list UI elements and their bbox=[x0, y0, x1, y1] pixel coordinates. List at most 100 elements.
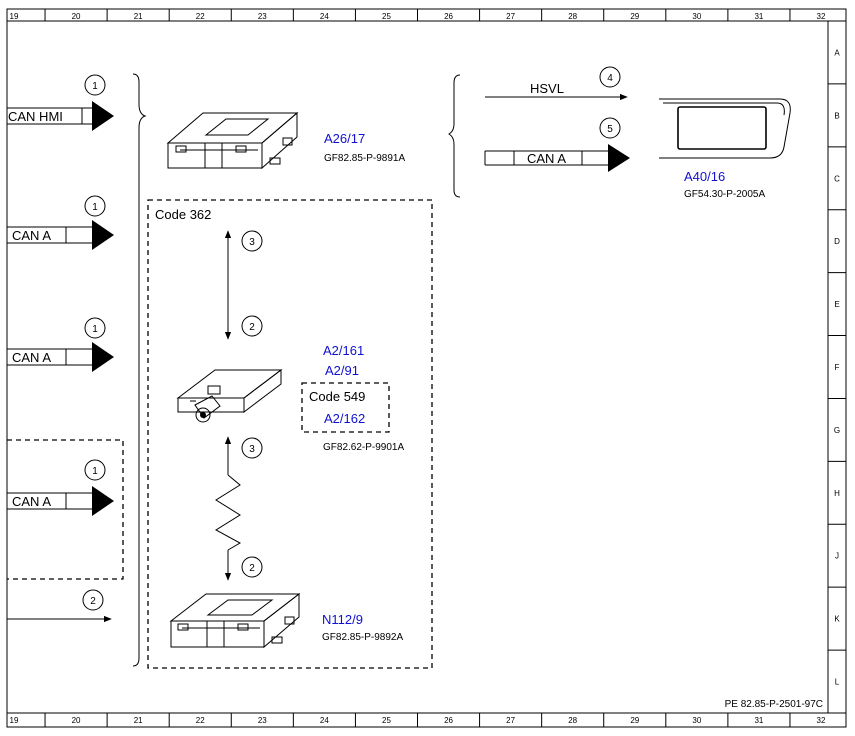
column-number: 21 bbox=[134, 716, 143, 725]
signal-arrow-icon bbox=[92, 342, 114, 372]
signal-hsvl: HSVL 4 bbox=[485, 66, 628, 101]
row-letter: F bbox=[835, 363, 840, 372]
callout-number: 1 bbox=[92, 466, 98, 477]
code-362-label: Code 362 bbox=[155, 207, 211, 222]
column-number: 29 bbox=[630, 12, 639, 21]
column-number: 24 bbox=[320, 716, 329, 725]
display-icon bbox=[659, 98, 791, 159]
signal-label: CAN A bbox=[527, 151, 566, 166]
component-ref: A2/161 bbox=[323, 343, 364, 358]
callout-number: 1 bbox=[92, 202, 98, 213]
callout-circle bbox=[84, 317, 106, 339]
signal-can-hmi: CAN HMI 1 bbox=[7, 74, 114, 131]
callout-circle bbox=[84, 74, 106, 96]
callout-circle bbox=[599, 117, 621, 139]
drawing-frame bbox=[6, 8, 847, 728]
column-number: 23 bbox=[258, 716, 267, 725]
row-letter: A bbox=[834, 48, 840, 57]
callout-circle bbox=[84, 459, 106, 481]
column-number: 30 bbox=[692, 716, 701, 725]
code-549-label: Code 549 bbox=[309, 389, 365, 404]
column-number: 32 bbox=[817, 12, 826, 21]
callout-number: 1 bbox=[92, 324, 98, 335]
column-number: 26 bbox=[444, 12, 453, 21]
signal-label: CAN A bbox=[12, 228, 51, 243]
column-number: 27 bbox=[506, 716, 515, 725]
component-ref: A26/17 bbox=[324, 131, 365, 146]
column-number: 19 bbox=[10, 12, 19, 21]
signal-arrow-icon bbox=[608, 144, 630, 172]
row-letter: D bbox=[834, 237, 840, 246]
column-number: 20 bbox=[72, 12, 81, 21]
callout-circle bbox=[241, 230, 263, 252]
callout-number: 2 bbox=[249, 563, 255, 574]
component-ref: A2/91 bbox=[325, 363, 359, 378]
column-number: 23 bbox=[258, 12, 267, 21]
callout-circle bbox=[241, 556, 263, 578]
column-number: 27 bbox=[506, 12, 515, 21]
control-unit-icon bbox=[169, 592, 301, 649]
callout-number: 2 bbox=[90, 596, 96, 607]
sheet-id: PE 82.85-P-2501-97C bbox=[725, 699, 823, 710]
group-brace-right bbox=[448, 74, 461, 198]
antenna-module-a2: A2/161 A2/91 Code 549 A2/162 GF82.62-P-9… bbox=[176, 343, 404, 453]
column-number: 19 bbox=[10, 716, 19, 725]
signal-label: CAN HMI bbox=[8, 109, 63, 124]
connection-lower: 3 2 bbox=[215, 436, 263, 581]
document-ref: GF82.62-P-9901A bbox=[323, 442, 404, 453]
row-letter: B bbox=[834, 111, 839, 120]
antenna-module-icon bbox=[176, 368, 283, 423]
signal-can-a-2: CAN A 1 bbox=[7, 317, 114, 372]
connection-upper: 3 2 bbox=[224, 230, 263, 340]
column-number: 22 bbox=[196, 12, 205, 21]
column-number: 31 bbox=[754, 716, 763, 725]
column-number: 28 bbox=[568, 716, 577, 725]
component-ref: N112/9 bbox=[322, 612, 363, 627]
group-brace bbox=[132, 73, 147, 667]
column-number: 26 bbox=[444, 716, 453, 725]
column-number: 32 bbox=[817, 716, 826, 725]
column-number: 31 bbox=[754, 12, 763, 21]
signal-can-a-right: CAN A 5 bbox=[484, 117, 630, 172]
callout-number: 3 bbox=[249, 444, 255, 455]
document-ref: GF82.85-P-9892A bbox=[322, 632, 403, 643]
callout-number: 2 bbox=[249, 322, 255, 333]
signal-can-a-1: CAN A 1 bbox=[7, 195, 114, 250]
callout-circle bbox=[82, 589, 104, 611]
callout-circle bbox=[241, 437, 263, 459]
callout-number: 5 bbox=[607, 124, 613, 135]
callout-number: 4 bbox=[607, 73, 613, 84]
signal-can-a-3: CAN A 1 bbox=[7, 459, 114, 516]
callout-number: 1 bbox=[92, 81, 98, 92]
document-ref: GF82.85-P-9891A bbox=[324, 153, 405, 164]
signal-label: HSVL bbox=[530, 81, 564, 96]
control-unit-icon bbox=[166, 111, 299, 170]
document-ref: GF54.30-P-2005A bbox=[684, 189, 765, 200]
column-number: 25 bbox=[382, 12, 391, 21]
callout-circle bbox=[241, 315, 263, 337]
row-letter: E bbox=[834, 300, 839, 309]
signal-label: CAN A bbox=[12, 494, 51, 509]
row-letter: L bbox=[835, 678, 840, 687]
code-549-box bbox=[301, 382, 390, 433]
row-letter: C bbox=[834, 174, 840, 183]
row-letter: G bbox=[834, 426, 840, 435]
optional-equipment-box bbox=[7, 439, 124, 580]
signal-arrow-icon bbox=[92, 220, 114, 250]
display-a40-16: A40/16 GF54.30-P-2005A bbox=[659, 98, 791, 200]
column-number: 20 bbox=[72, 716, 81, 725]
control-unit-n112-9: N112/9 GF82.85-P-9892A bbox=[169, 592, 403, 649]
callout-circle bbox=[84, 195, 106, 217]
row-letter: H bbox=[834, 489, 840, 498]
cable-zigzag-icon bbox=[215, 474, 242, 551]
row-letter: J bbox=[835, 552, 839, 561]
signal-arrow-icon bbox=[92, 486, 114, 516]
column-number: 24 bbox=[320, 12, 329, 21]
code-362-box bbox=[147, 199, 433, 669]
signal-label: CAN A bbox=[12, 350, 51, 365]
component-ref: A40/16 bbox=[684, 169, 725, 184]
control-unit-a26-17: A26/17 GF82.85-P-9891A bbox=[166, 111, 405, 170]
